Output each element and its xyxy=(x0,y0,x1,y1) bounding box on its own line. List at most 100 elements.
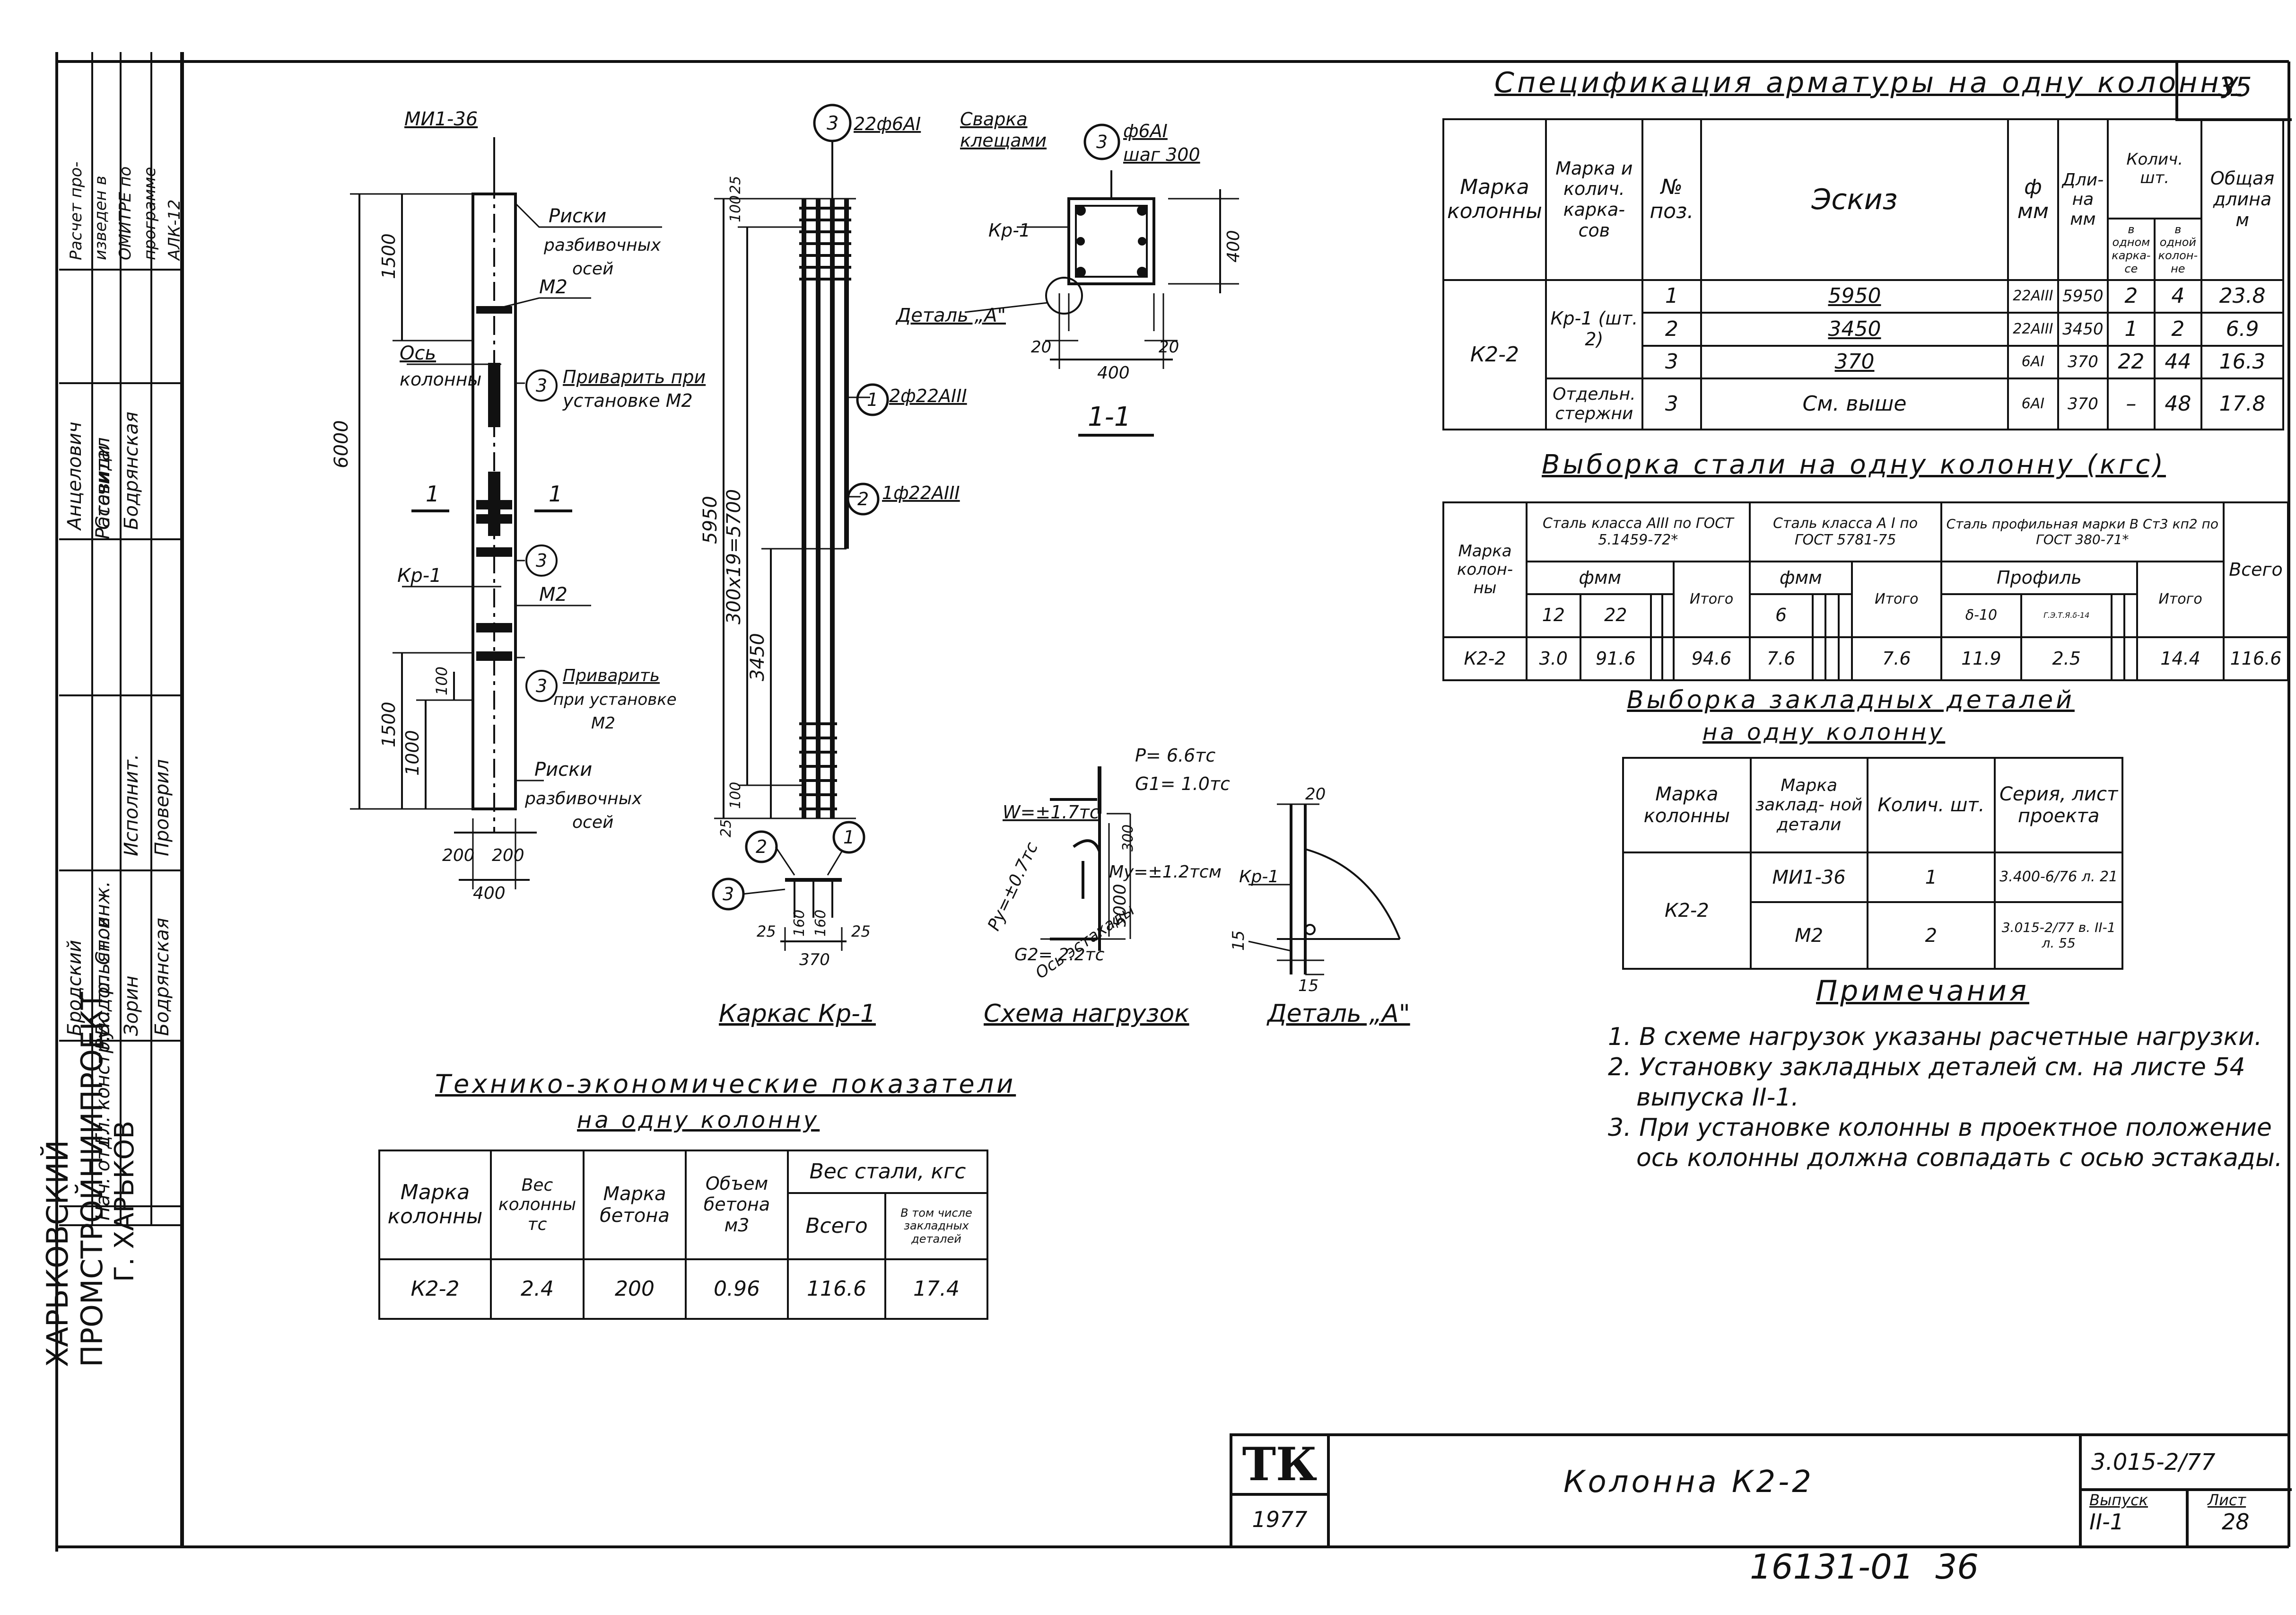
spec-r2-t: 6.9 xyxy=(2200,312,2284,347)
embed-title: Выборка закладных деталей xyxy=(1627,686,2075,714)
spec-r3-q1: 22 xyxy=(2107,344,2156,380)
frame-c1b: 1 xyxy=(843,827,855,848)
spec-r3-pos: 3 xyxy=(1641,344,1702,380)
spec-r2-q2: 2 xyxy=(2153,312,2203,347)
frame-sd-25a: 25 xyxy=(757,922,776,940)
spec-r2-l: 3450 xyxy=(2057,312,2109,347)
detA-15a: 15 xyxy=(1229,930,1248,951)
steel-h-total: Всего xyxy=(2223,501,2289,638)
detA-title: Деталь „А" xyxy=(1266,1000,1410,1028)
weld-bottom-2: при установке xyxy=(553,690,677,709)
steel-r-it3: 14.4 xyxy=(2136,636,2225,682)
dim-400: 400 xyxy=(473,884,506,903)
tech-h-steel: Вес стали, кгс xyxy=(787,1150,988,1194)
steel-r-it1: 94.6 xyxy=(1672,636,1751,682)
frame-dim-100b: 100 xyxy=(727,782,744,809)
note-3: выпуска II-1. xyxy=(1636,1083,1799,1112)
steel-title: Выборка стали на одну колонну (кгс) xyxy=(1542,449,2166,480)
spec-h-sketch: Эскиз xyxy=(1700,118,2009,281)
spec-r4-kark: Отдельн. стержни xyxy=(1545,377,1643,430)
frame-dim-25b: 25 xyxy=(718,819,734,837)
spec-h-total: Общая длина м xyxy=(2200,118,2284,281)
steel-h-a1: Сталь класса А I по ГОСТ 5781-75 xyxy=(1748,501,1942,563)
frame-c3: 3 xyxy=(827,113,838,134)
frame-dim-5950: 5950 xyxy=(699,496,721,544)
tech-h-weight: Вес колонны тс xyxy=(490,1150,585,1260)
spec-r3-q2: 44 xyxy=(2153,344,2203,380)
spec-r2-pos: 2 xyxy=(1641,312,1702,347)
sheet-number: 35 xyxy=(2218,72,2252,103)
steel-r-6: 7.6 xyxy=(1748,636,1814,682)
steel-h-profil: Профиль xyxy=(1940,561,2139,595)
spec-r4-t: 17.8 xyxy=(2200,377,2284,430)
embed-h-qty: Колич. шт. xyxy=(1866,757,1996,853)
spec-r1-l: 5950 xyxy=(2057,279,2109,314)
spec-h-len: Дли- на мм xyxy=(2057,118,2109,281)
note-2: 2. Установку закладных деталей см. на ли… xyxy=(1608,1053,2245,1081)
spec-r4-d: 6АI xyxy=(2007,377,2059,430)
spec-r4-q1: – xyxy=(2107,377,2156,430)
load-my: Му=±1.2тсм xyxy=(1109,862,1222,882)
embed-subtitle: на одну колонну xyxy=(1702,719,1946,746)
c3a: 3 xyxy=(536,375,547,396)
embed-r1-qty: 1 xyxy=(1866,851,1996,904)
note-1: 1. В схеме нагрузок указаны расчетные на… xyxy=(1608,1023,2262,1051)
spec-r2-sk: 3450 xyxy=(1700,312,2009,347)
kr1-a: Кр-1 xyxy=(397,565,442,587)
steel-r-e4 xyxy=(1825,636,1840,682)
steel-h-e6 xyxy=(2111,593,2126,638)
load-w: W=±1.7тс xyxy=(1003,802,1100,823)
steel-r-e5 xyxy=(1838,636,1853,682)
spec-title: Спецификация арматуры на одну колонну xyxy=(1494,66,2242,99)
load-scheme: Р= 6.6тс G1= 1.0тс W=±1.7тс Ру=±0.7тс Му… xyxy=(984,745,1230,1028)
spec-r4-l: 370 xyxy=(2057,377,2109,430)
steel-h-a3: Сталь класса АIII по ГОСТ 5.1459-72* xyxy=(1526,501,1751,563)
tb-code: 3.015-2/77 xyxy=(2082,1436,2292,1491)
embed-h-det: Марка заклад- ной детали xyxy=(1749,757,1868,853)
spec-h-q2: в одной колон- не xyxy=(2153,218,2203,281)
weld-top-2: установке М2 xyxy=(562,390,693,411)
steel-h-fmm1: фмм xyxy=(1526,561,1675,595)
spec-r4-q2: 48 xyxy=(2153,377,2203,430)
risks-bottom-3: осей xyxy=(572,813,613,832)
note-5: ось колонны должна совпадать с осью эста… xyxy=(1636,1144,2283,1172)
tech-r-weight: 2.4 xyxy=(490,1258,585,1320)
risks-bottom-2: разбивочных xyxy=(524,789,642,808)
tb-issue-label: Выпуск xyxy=(2089,1491,2148,1509)
spec-r3-sk: 370 xyxy=(1700,344,2009,380)
frame-sd-160a: 160 xyxy=(791,910,808,937)
spec-h-mark: Марка колонны xyxy=(1442,118,1547,281)
steel-h-d14: Г.Э.Т.Я.δ-14 xyxy=(2020,593,2113,638)
dim-1500b: 1500 xyxy=(378,702,399,747)
tb-year: 1977 xyxy=(1252,1507,1308,1532)
embed-r2-qty: 2 xyxy=(1866,901,1996,970)
steel-r-12: 3.0 xyxy=(1526,636,1581,682)
s11-kr1: Кр-1 xyxy=(988,220,1030,241)
embed-r-mark: К2-2 xyxy=(1622,851,1752,970)
handwritten-page-number: 16131-01 36 xyxy=(1750,1547,1979,1587)
frame-dim-100a: 100 xyxy=(727,195,744,222)
notes-title: Примечания xyxy=(1816,974,2029,1008)
s11-c3: 3 xyxy=(1096,132,1108,152)
steel-r-e3 xyxy=(1811,636,1827,682)
steel-r-e7 xyxy=(2123,636,2139,682)
c3b: 3 xyxy=(536,550,547,571)
dim-200a: 200 xyxy=(442,846,475,865)
embed-r2-det: М2 xyxy=(1749,901,1868,970)
frame-dim-3450: 3450 xyxy=(747,633,768,681)
tech-h-vol: Объем бетона м3 xyxy=(685,1150,789,1260)
frame-sd-160b: 160 xyxy=(812,910,829,937)
s11-dim-400: 400 xyxy=(1097,363,1130,383)
weld-bottom-3: М2 xyxy=(591,714,615,733)
frame-top-3: клещами xyxy=(960,130,1047,151)
frame-c3b: 3 xyxy=(723,884,734,904)
steel-h-itogo1: Итого xyxy=(1672,561,1751,638)
steel-h-mark: Марка колон- ны xyxy=(1442,501,1528,638)
axis-2: колонны xyxy=(400,369,481,390)
sec-1a: 1 xyxy=(426,481,439,507)
frame-title: Каркас Кр-1 xyxy=(719,1000,876,1028)
steel-h-e4 xyxy=(1825,593,1840,638)
tech-h-emb: В том числе закладных деталей xyxy=(884,1192,988,1260)
steel-r-d10: 11.9 xyxy=(1940,636,2023,682)
